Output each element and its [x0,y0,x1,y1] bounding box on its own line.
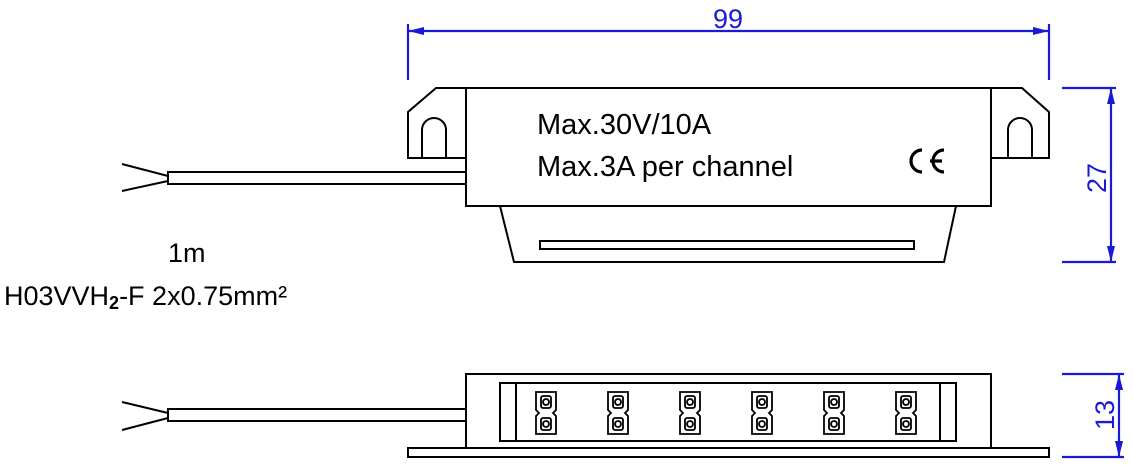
terminal-strip [499,382,957,442]
cable-top [167,171,467,185]
terminal-socket-icon [895,391,917,435]
housing-body [465,87,992,207]
terminal-socket-icon [823,391,845,435]
cable-length-label: 1m [168,238,206,268]
wire-end-icon [121,401,169,431]
terminal-socket-icon [607,391,629,435]
base-plate [407,447,1050,458]
cable-spec-suffix: -F 2x0.75mm² [119,281,288,311]
side-housing [465,373,992,449]
cable-spec-prefix: H03VVH [4,281,110,311]
dim-depth-label: 13 [1090,400,1120,430]
wire-end-icon [121,163,169,192]
housing-base [499,205,957,263]
terminal-socket-icon [751,391,773,435]
terminal-socket-icon [535,391,557,435]
top-view [121,87,1050,263]
side-view [121,373,1050,458]
cable-spec-subscript: 2 [109,293,120,313]
terminal-socket-icon [679,391,701,435]
rating-line-2: Max.3A per channel [537,151,793,183]
mounting-tab-icon [991,87,1050,159]
terminal-group [535,391,917,435]
mounting-tab-icon [407,87,466,159]
rating-line-1: Max.30V/10A [537,109,712,141]
ce-mark-icon [909,148,945,174]
cable-spec-label: H03VVH2-F 2x0.75mm² [4,281,288,313]
cable-side [167,408,467,422]
dimension-lines [406,24,1124,459]
dim-height-label: 27 [1082,163,1112,193]
housing-slot [539,240,915,250]
dim-width-label: 99 [713,4,743,34]
